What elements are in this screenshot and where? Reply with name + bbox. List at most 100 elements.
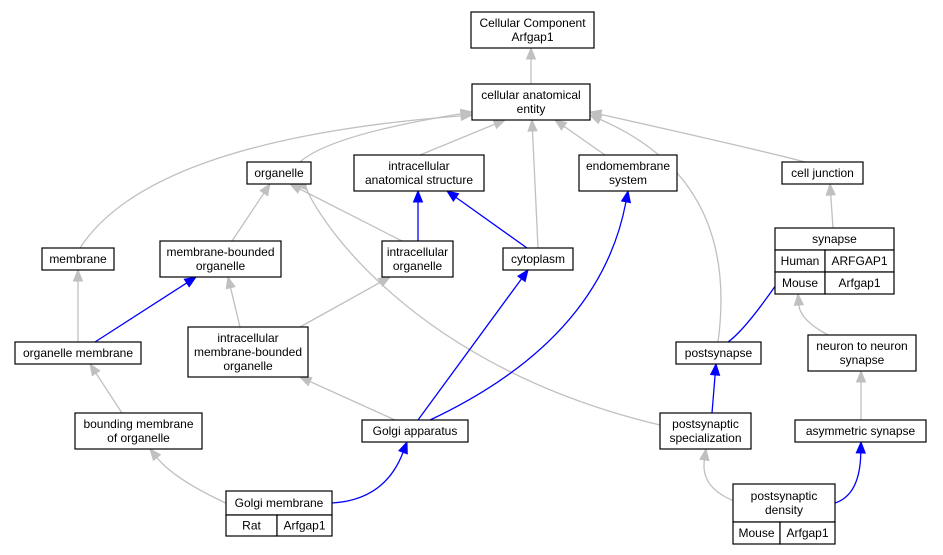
node-box bbox=[381, 240, 454, 278]
edge-membrane-bounded-organelle-to-organelle bbox=[231, 182, 271, 242]
node-cell-junction[interactable]: cell junction bbox=[781, 161, 864, 185]
gene-cell bbox=[276, 514, 333, 537]
node-label-line: membrane-bounded bbox=[166, 245, 274, 259]
gene-cell bbox=[779, 521, 836, 545]
node-box bbox=[502, 247, 574, 271]
node-organelle[interactable]: organelle bbox=[246, 161, 312, 185]
node-label-line: Cellular Component bbox=[479, 16, 586, 30]
node-organelle-membrane[interactable]: organelle membrane bbox=[14, 341, 142, 365]
edge-postsynapse-to-cellular-anatomical-entity bbox=[588, 114, 722, 343]
node-box bbox=[781, 161, 864, 185]
edge-bounding-membrane-to-organelle-membrane bbox=[89, 362, 123, 414]
node-label-line: cell junction bbox=[791, 166, 854, 180]
node-label-line: organelle bbox=[254, 166, 304, 180]
node-box bbox=[187, 326, 309, 378]
node-label-line: synapse bbox=[840, 353, 885, 367]
node-postsynapse[interactable]: postsynapse bbox=[675, 341, 762, 365]
node-label-line: of organelle bbox=[107, 431, 170, 445]
edge-cell-junction-to-cellular-anatomical-entity bbox=[588, 109, 806, 163]
node-box bbox=[471, 83, 591, 121]
species-label: Rat bbox=[242, 519, 261, 533]
node-label-line: organelle bbox=[196, 259, 246, 273]
node-label-line: endomembrane bbox=[586, 159, 670, 173]
node-box bbox=[159, 240, 282, 278]
edge-intracellular-membrane-bounded-organelle-to-membrane-bounded-organelle bbox=[225, 275, 241, 328]
edge-organelle-membrane-to-membrane bbox=[72, 268, 84, 342]
node-box bbox=[14, 341, 142, 365]
node-label-line: neuron to neuron bbox=[816, 339, 907, 353]
edge-postsynaptic-specialization-to-organelle bbox=[293, 179, 661, 426]
node-box bbox=[74, 412, 203, 450]
node-label-line: density bbox=[765, 503, 803, 517]
node-golgi-apparatus[interactable]: Golgi apparatus bbox=[361, 419, 469, 443]
edges-layer bbox=[72, 46, 867, 506]
edge-golgi-membrane-to-bounding-membrane bbox=[149, 447, 231, 506]
edge-endomembrane-system-to-cellular-anatomical-entity bbox=[553, 119, 606, 156]
species-label: Mouse bbox=[782, 276, 818, 290]
node-label-line: Golgi membrane bbox=[235, 496, 324, 510]
node-label-line: specialization bbox=[669, 431, 741, 445]
node-box bbox=[246, 161, 312, 185]
gene-label: Arfgap1 bbox=[786, 526, 828, 540]
edge-cytoplasm-to-cellular-anatomical-entity bbox=[527, 118, 539, 249]
edge-golgi-apparatus-to-endomembrane-system bbox=[429, 189, 632, 421]
node-label-line: bounding membrane bbox=[83, 417, 193, 431]
node-label-line: asymmetric synapse bbox=[806, 424, 916, 438]
node-asymmetric-synapse[interactable]: asymmetric synapse bbox=[794, 419, 927, 443]
edge-membrane-to-cellular-anatomical-entity bbox=[79, 110, 474, 249]
node-label-line: system bbox=[609, 173, 647, 187]
node-cytoplasm[interactable]: cytoplasm bbox=[502, 247, 574, 271]
edge-intracellular-organelle-to-intracellular-anatomical-structure bbox=[412, 189, 424, 241]
node-label-line: organelle bbox=[223, 359, 273, 373]
node-label-line: Arfgap1 bbox=[511, 30, 553, 44]
edge-cellular-anatomical-entity-to-cellular-component bbox=[525, 46, 537, 84]
node-label-line: cytoplasm bbox=[511, 252, 565, 266]
node-membrane[interactable]: membrane bbox=[41, 247, 115, 271]
edge-golgi-membrane-to-golgi-apparatus bbox=[331, 440, 408, 504]
node-label-line: organelle membrane bbox=[23, 346, 133, 360]
gene-cell bbox=[824, 271, 895, 295]
node-label-line: postsynaptic bbox=[672, 417, 739, 431]
edge-synapse-to-cell-junction bbox=[825, 182, 837, 229]
edge-neuron-to-neuron-synapse-to-synapse bbox=[793, 292, 829, 336]
gene-label: Arfgap1 bbox=[838, 276, 880, 290]
node-label-line: organelle bbox=[393, 259, 443, 273]
edge-intracellular-membrane-bounded-organelle-to-intracellular-organelle bbox=[299, 276, 392, 328]
node-box bbox=[675, 341, 762, 365]
node-label-line: cellular anatomical bbox=[481, 88, 580, 102]
annotation-row: Mouse Arfgap1 bbox=[774, 271, 895, 295]
edge-cytoplasm-to-intracellular-anatomical-structure bbox=[445, 190, 528, 249]
edge-organelle-membrane-to-membrane-bounded-organelle bbox=[94, 276, 198, 343]
node-box bbox=[353, 154, 485, 192]
node-label-line: anatomical structure bbox=[365, 173, 473, 187]
edge-postsynaptic-specialization-to-postsynapse bbox=[709, 362, 721, 414]
node-box bbox=[794, 419, 927, 443]
node-label-line: synapse bbox=[812, 232, 857, 246]
edge-intracellular-organelle-to-organelle bbox=[288, 183, 403, 242]
node-box bbox=[578, 154, 678, 192]
node-box bbox=[470, 11, 595, 49]
node-box bbox=[659, 412, 752, 450]
node-label-line: intracellular bbox=[217, 331, 278, 345]
edge-golgi-apparatus-to-cytoplasm bbox=[417, 268, 529, 421]
species-label: Human bbox=[781, 254, 820, 268]
node-box bbox=[807, 334, 917, 372]
